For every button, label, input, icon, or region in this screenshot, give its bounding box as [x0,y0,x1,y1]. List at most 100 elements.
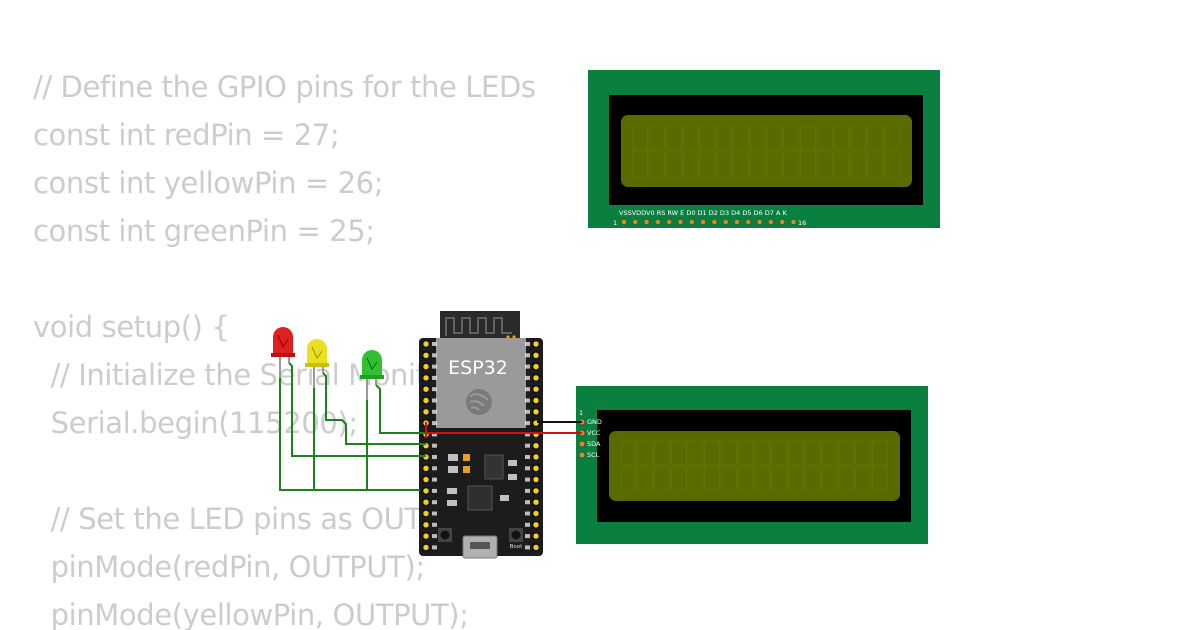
lcd-parallel-pin[interactable] [688,219,695,225]
header-pin[interactable] [533,522,539,528]
module-pad [512,335,516,339]
lcd-char-cell [833,151,850,178]
boot-button[interactable] [511,530,521,540]
esp32-label: ESP32 [448,357,508,379]
lcd-parallel-pin[interactable] [745,219,752,225]
pin-silkscreen [525,342,530,346]
header-pin[interactable] [423,510,429,517]
lcd-i2c-pin-sda[interactable] [578,440,586,448]
lcd-i2c-pin-index: 1 [579,409,583,417]
header-pin[interactable] [533,375,539,381]
lcd-parallel-pin[interactable] [711,219,718,225]
lcd-parallel-pin[interactable] [632,219,639,225]
lcd-char-cell [821,440,838,466]
lcd-parallel-pin[interactable] [700,219,706,225]
header-pin[interactable] [423,352,429,358]
en-button[interactable] [440,530,450,540]
lcd-parallel-pin-row [621,219,797,225]
lcd-char-cell [855,440,871,466]
wire-red-led-gnd[interactable] [279,378,420,491]
header-pin[interactable] [423,409,429,415]
header-pin[interactable] [423,375,429,381]
lcd-char-cell [783,151,799,178]
header-pin[interactable] [423,522,429,528]
header-pin[interactable] [423,363,429,370]
lcd-parallel-pin[interactable] [790,219,797,225]
lcd-char-cell [749,151,766,178]
lcd-char-cell [737,466,754,492]
lcd-parallel-pin[interactable] [722,219,729,225]
lcd-i2c-pin-scl[interactable] [578,451,586,459]
lcd-parallel-pin[interactable] [677,219,684,225]
pin-silkscreen [525,488,530,493]
header-pin[interactable] [533,352,539,358]
header-pin[interactable] [533,397,539,404]
led-yellow[interactable] [305,339,329,388]
lcd-parallel-pin[interactable] [756,219,763,225]
lcd-parallel-pin[interactable] [779,219,786,225]
lcd-char-cell [637,440,653,466]
esp32-board[interactable]: ESP32 Boot [419,311,543,559]
esp32-right-pin-header [525,340,540,552]
header-pin[interactable] [533,510,539,517]
header-pin[interactable] [533,409,539,415]
header-pin[interactable] [533,476,539,483]
header-pin[interactable] [533,443,539,449]
header-pin[interactable] [423,499,429,505]
usb-uart-chip [467,485,493,511]
pin-silkscreen [432,398,437,403]
lcd-char-cell [804,466,821,492]
header-pin[interactable] [533,363,539,370]
header-pin[interactable] [423,533,429,539]
wire-yellow-led-gpio26[interactable] [322,372,426,445]
pin-silkscreen [525,500,530,505]
lcd-i2c-label-gnd: GND [587,418,602,426]
lcd-parallel[interactable]: VSSVDDV0 RS RW E D0 D1 D2 D3 D4 D5 D6 D7… [588,70,940,228]
header-pin[interactable] [423,397,429,404]
lcd-parallel-pin[interactable] [621,219,627,225]
smd-led [463,466,470,473]
header-pin[interactable] [533,465,539,471]
pin-silkscreen [525,545,530,550]
header-pin[interactable] [533,386,539,392]
header-pin[interactable] [533,544,539,551]
lcd-parallel-pin[interactable] [768,219,774,225]
header-pin[interactable] [423,488,429,494]
code-line: pinMode(yellowPin, OUTPUT); [33,598,469,630]
header-pin[interactable] [423,544,429,551]
code-line: // Define the GPIO pins for the LEDs [33,70,536,104]
wire-red-led-gpio27[interactable] [288,362,426,457]
pin-silkscreen [525,511,530,516]
lcd-parallel-pin[interactable] [666,219,673,225]
smd-component [508,460,517,466]
lcd-char-cell [704,466,720,492]
header-pin[interactable] [533,341,539,347]
header-pin[interactable] [423,386,429,392]
header-pin[interactable] [423,341,429,347]
pin-silkscreen [525,534,530,539]
lcd-char-cell [737,440,754,466]
led-red[interactable] [271,327,295,378]
pin-silkscreen [432,488,437,493]
code-line: Serial.begin(115200); [33,406,358,440]
header-pin[interactable] [533,488,539,494]
lcd-i2c[interactable]: 1 GND VCC SDA SCL [576,386,928,544]
lcd-i2c-label-vcc: VCC [587,429,601,437]
espressif-logo-swirl [469,393,489,411]
lcd-parallel-pin[interactable] [655,219,661,225]
header-pin[interactable] [423,476,429,483]
header-pin[interactable] [423,465,429,471]
lcd-parallel-pin[interactable] [734,219,740,225]
lcd-char-cell [838,440,854,466]
lcd-char-cell [838,466,854,492]
header-pin[interactable] [533,499,539,505]
smd-component [500,495,509,501]
led-green[interactable] [360,350,384,400]
wire-green-led-gpio25[interactable] [375,384,426,434]
pin-silkscreen [525,432,530,437]
led-anvil [366,357,378,370]
lcd-parallel-pin[interactable] [643,219,650,225]
header-pin[interactable] [533,454,539,460]
header-pin[interactable] [533,533,539,539]
